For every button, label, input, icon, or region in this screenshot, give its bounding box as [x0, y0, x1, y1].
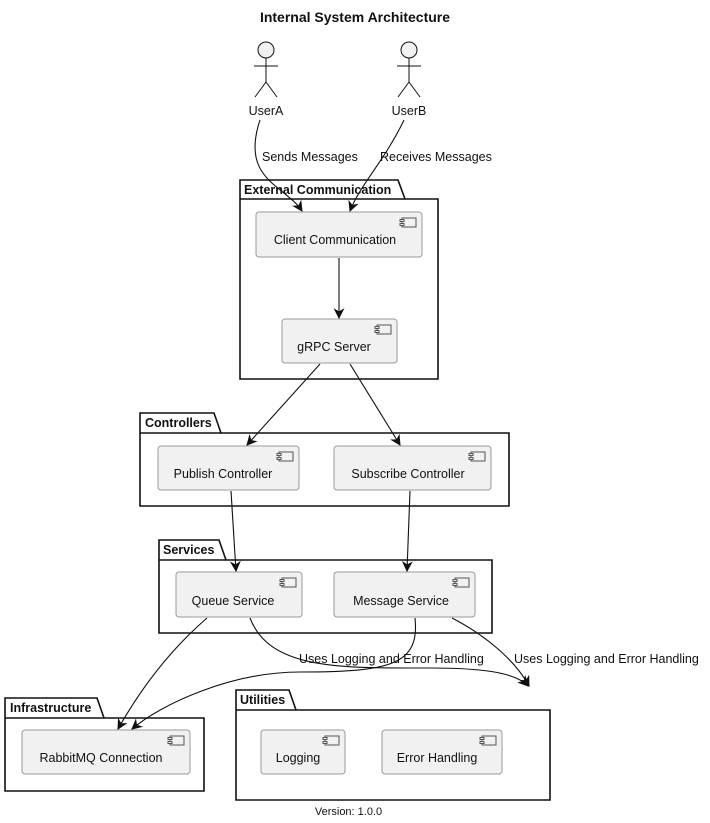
- actor-user-a: [254, 41, 278, 98]
- component-icon: [279, 577, 297, 588]
- edge-message-to-utilities: [451, 617, 530, 687]
- component-icon: [276, 451, 294, 462]
- component-queue-service[interactable]: Queue Service: [175, 571, 303, 618]
- component-icon: [322, 735, 340, 746]
- component-label: Logging: [276, 751, 321, 765]
- component-label: Publish Controller: [174, 467, 273, 481]
- component-label: RabbitMQ Connection: [40, 751, 163, 765]
- edge-publish-to-queue: [229, 490, 241, 573]
- edge-label-sends-messages: Sends Messages: [262, 150, 358, 164]
- package-services-label: Services: [163, 543, 214, 557]
- component-icon: [468, 451, 486, 462]
- diagram-title: Internal System Architecture: [259, 9, 451, 25]
- component-label: Error Handling: [397, 751, 478, 765]
- edge-label-message-uses-logging: Uses Logging and Error Handling: [514, 652, 699, 666]
- edge-grpc-to-subscribe: [349, 363, 401, 446]
- package-external-label: External Communication: [244, 183, 391, 197]
- component-label: gRPC Server: [297, 340, 371, 354]
- edge-usera-to-client: [254, 119, 303, 212]
- component-grpc-server[interactable]: gRPC Server: [281, 318, 398, 364]
- actor-user-a-label: UserA: [249, 104, 284, 118]
- edge-subscribe-to-message: [401, 490, 413, 573]
- component-icon: [452, 577, 470, 588]
- component-label: Client Communication: [274, 233, 396, 247]
- actor-user-b: [397, 41, 421, 98]
- component-icon: [374, 324, 392, 335]
- component-logging[interactable]: Logging: [260, 729, 346, 775]
- package-controllers-label: Controllers: [145, 416, 212, 430]
- component-message-service[interactable]: Message Service: [333, 571, 476, 618]
- edge-label-queue-uses-logging: Uses Logging and Error Handling: [299, 652, 484, 666]
- edge-label-receives-messages: Receives Messages: [380, 150, 492, 164]
- component-icon: [167, 735, 185, 746]
- edge-userb-to-client: [348, 119, 405, 213]
- edge-queue-to-utilities: [249, 617, 529, 687]
- component-client-communication[interactable]: Client Communication: [255, 211, 423, 258]
- component-label: Queue Service: [192, 594, 275, 608]
- edge-message-to-rabbitmq: [131, 617, 417, 730]
- component-icon: [399, 217, 417, 228]
- component-subscribe-controller[interactable]: Subscribe Controller: [333, 445, 492, 491]
- edge-grpc-to-publish: [246, 363, 321, 446]
- actor-user-b-label: UserB: [392, 104, 427, 118]
- component-publish-controller[interactable]: Publish Controller: [157, 445, 300, 491]
- package-infrastructure-label: Infrastructure: [10, 701, 91, 715]
- package-utilities-label: Utilities: [240, 693, 285, 707]
- component-error-handling[interactable]: Error Handling: [381, 729, 503, 775]
- component-icon: [479, 735, 497, 746]
- component-label: Message Service: [353, 594, 449, 608]
- component-rabbitmq-connection[interactable]: RabbitMQ Connection: [21, 729, 191, 775]
- version-footer: Version: 1.0.0: [314, 806, 383, 818]
- component-label: Subscribe Controller: [351, 467, 464, 481]
- edge-queue-to-rabbitmq: [117, 617, 208, 730]
